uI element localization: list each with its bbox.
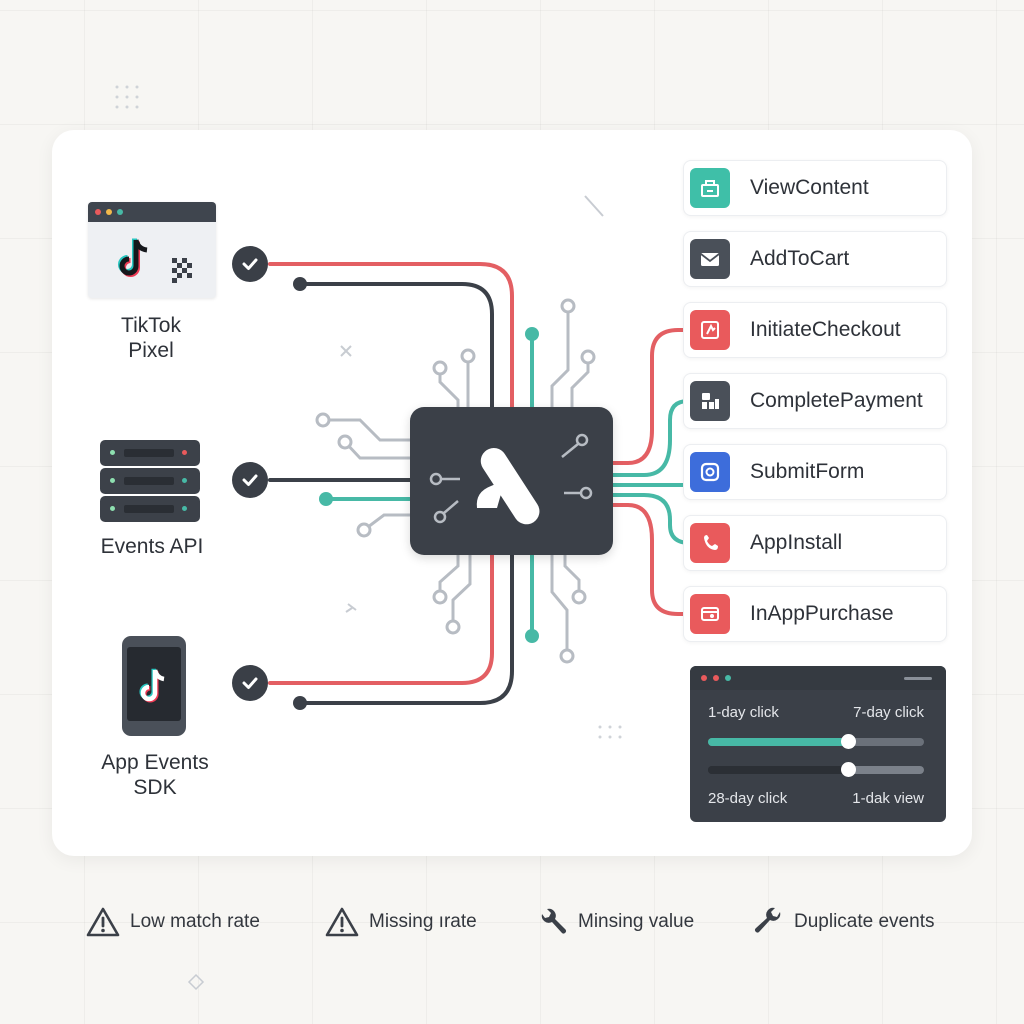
check-icon <box>232 246 268 282</box>
event-label: InitiateCheckout <box>750 318 901 341</box>
window-option-1-day-click[interactable]: 1-day click <box>708 704 779 721</box>
window-option-1-day-view[interactable]: 1-dak view <box>852 790 924 807</box>
event-label: AddToCart <box>750 247 850 270</box>
hub-chip <box>410 407 613 555</box>
envelope-icon <box>690 239 730 279</box>
window-option-28-day-click[interactable]: 28-day click <box>708 790 788 807</box>
check-icon <box>232 462 268 498</box>
wire-sdk-dark <box>298 553 514 705</box>
install-icon <box>690 523 730 563</box>
issue-label: Minsing value <box>578 911 695 932</box>
issue-missing-value: Minsing value <box>538 906 694 938</box>
wire-ev6 <box>611 493 692 545</box>
issue-missing-rate: Missing ırate <box>325 906 477 938</box>
event-item-viewcontent[interactable]: ViewContent <box>683 160 947 216</box>
slider-handle[interactable] <box>841 762 857 777</box>
wire-ev4 <box>611 399 692 477</box>
wire-ev7 <box>611 503 692 616</box>
issue-low-match-rate: Low match rate <box>86 906 260 938</box>
event-item-appinstall[interactable]: AppInstall <box>683 515 947 571</box>
phone-icon <box>122 636 186 736</box>
check-icon <box>232 665 268 701</box>
event-item-submitform[interactable]: SubmitForm <box>683 444 947 500</box>
event-label: ViewContent <box>750 176 869 199</box>
window-option-7-day-click[interactable]: 7-day click <box>853 704 924 721</box>
wrench-icon <box>755 907 781 933</box>
click-window-slider[interactable] <box>708 734 924 749</box>
source-label-pixel: TikTok Pixel <box>121 314 181 362</box>
panel-titlebar <box>690 666 946 690</box>
tiktok-ads-logo-icon <box>429 433 593 525</box>
event-label: AppInstall <box>750 531 843 554</box>
form-icon <box>690 452 730 492</box>
warning-icon <box>325 907 359 937</box>
wire-sdk-red <box>268 553 494 685</box>
event-item-addtocart[interactable]: AddToCart <box>683 231 947 287</box>
event-label: SubmitForm <box>750 460 865 483</box>
purchase-icon <box>690 594 730 634</box>
event-item-completepayment[interactable]: CompletePayment <box>683 373 947 429</box>
slider-handle[interactable] <box>841 734 857 749</box>
wire-pixel-dark <box>298 282 494 410</box>
issue-label: Duplicate events <box>794 911 935 932</box>
tiktok-logo-icon <box>118 238 192 283</box>
wrench-icon <box>541 908 566 934</box>
view-window-slider[interactable] <box>708 762 924 777</box>
source-label-sdk: App Events SDK <box>101 751 209 799</box>
wire-ev3 <box>611 328 692 465</box>
source-label-events-api: Events API <box>100 535 204 558</box>
attribution-window-panel: 1-day click 7-day click 28-day click 1-d… <box>690 666 946 822</box>
wire-pixel-red <box>268 262 514 410</box>
event-label: CompletePayment <box>750 389 923 412</box>
checkout-icon <box>690 310 730 350</box>
event-item-inapppurchase[interactable]: InAppPurchase <box>683 586 947 642</box>
tiktok-logo-icon <box>139 668 165 703</box>
issue-label: Low match rate <box>130 911 260 932</box>
event-label: InAppPurchase <box>750 602 894 625</box>
browser-window-icon <box>88 202 216 298</box>
issue-duplicate-events: Duplicate events <box>750 906 934 938</box>
warning-icon <box>86 907 120 937</box>
payment-icon <box>690 381 730 421</box>
issue-label: Missing ırate <box>369 911 477 932</box>
content-icon <box>690 168 730 208</box>
event-item-initiatecheckout[interactable]: InitiateCheckout <box>683 302 947 358</box>
browser-titlebar <box>88 202 216 222</box>
